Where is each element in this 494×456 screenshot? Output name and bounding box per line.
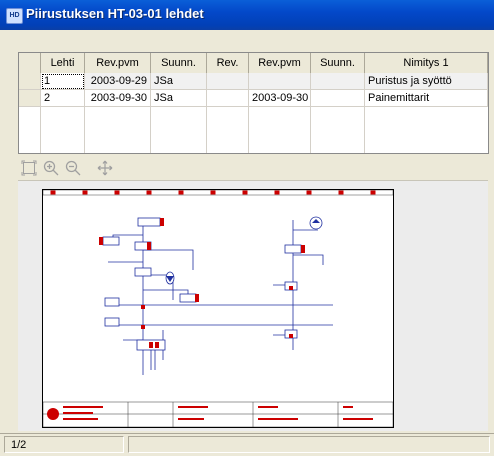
- app-icon[interactable]: HD: [6, 8, 23, 24]
- grid-line: [206, 73, 207, 153]
- viewer-toolbar: [18, 158, 488, 180]
- window-title: Piirustuksen HT-03-01 lehdet: [26, 6, 204, 21]
- table-row[interactable]: 2 2003-09-30 JSa 2003-09-30 Painemittari…: [19, 90, 488, 107]
- col-header-lehti[interactable]: Lehti: [41, 53, 85, 73]
- grid-line: [364, 73, 365, 153]
- drawing-sheet[interactable]: [42, 189, 394, 428]
- col-header-suunn[interactable]: Suunn.: [151, 53, 207, 73]
- sheets-table[interactable]: Lehti Rev.pvm Suunn. Rev. Rev.pvm Suunn.…: [18, 52, 489, 154]
- hydraulic-schematic: [42, 189, 394, 428]
- col-header-rev-pvm-2[interactable]: Rev.pvm: [249, 53, 311, 73]
- status-pane: [128, 436, 490, 453]
- status-bar: 1/2: [0, 433, 494, 456]
- grid-line: [150, 73, 151, 153]
- cell-rev[interactable]: [207, 73, 249, 90]
- cell-lehti[interactable]: 2: [41, 90, 85, 107]
- page-indicator: 1/2: [4, 436, 124, 453]
- cell-rev-pvm[interactable]: 2003-09-29: [85, 73, 151, 90]
- col-header-rev[interactable]: Rev.: [207, 53, 249, 73]
- cell-lehti[interactable]: 1: [41, 73, 85, 90]
- grid-line: [310, 73, 311, 153]
- cell-rev-pvm[interactable]: 2003-09-30: [85, 90, 151, 107]
- cell-nimitys[interactable]: Painemittarit: [365, 90, 488, 107]
- cell-rev-pvm-2[interactable]: 2003-09-30: [249, 90, 311, 107]
- cell-suunn[interactable]: JSa: [151, 73, 207, 90]
- company-logo: [47, 408, 59, 420]
- row-header-corner: [19, 53, 41, 73]
- cell-suunn-2[interactable]: [311, 73, 365, 90]
- fit-page-icon[interactable]: [20, 160, 38, 178]
- cell-nimitys[interactable]: Puristus ja syöttö: [365, 73, 488, 90]
- col-header-rev-pvm[interactable]: Rev.pvm: [85, 53, 151, 73]
- right-margin: [488, 30, 494, 433]
- grid-line: [40, 73, 41, 153]
- title-bar[interactable]: HD Piirustuksen HT-03-01 lehdet: [0, 0, 494, 30]
- col-header-nimitys[interactable]: Nimitys 1: [365, 53, 488, 73]
- pan-icon[interactable]: [96, 160, 114, 178]
- cell-rev[interactable]: [207, 90, 249, 107]
- cell-suunn[interactable]: JSa: [151, 90, 207, 107]
- row-header[interactable]: [19, 90, 41, 107]
- grid-line: [84, 73, 85, 153]
- table-header: Lehti Rev.pvm Suunn. Rev. Rev.pvm Suunn.…: [19, 53, 488, 74]
- table-row[interactable]: 1 2003-09-29 JSa Puristus ja syöttö: [19, 73, 488, 90]
- cell-suunn-2[interactable]: [311, 90, 365, 107]
- left-margin: [0, 30, 18, 433]
- zoom-out-icon[interactable]: [64, 160, 82, 178]
- zoom-in-icon[interactable]: [42, 160, 60, 178]
- col-header-suunn-2[interactable]: Suunn.: [311, 53, 365, 73]
- cell-rev-pvm-2[interactable]: [249, 73, 311, 90]
- drawing-viewer[interactable]: [18, 180, 488, 431]
- grid-line: [248, 73, 249, 153]
- row-header[interactable]: [19, 73, 41, 90]
